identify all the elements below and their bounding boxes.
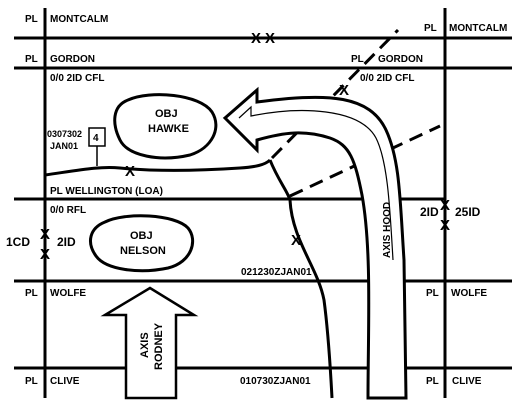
- boundary-right-lower-label: 25ID: [455, 205, 481, 219]
- axis-hood-arrow: [222, 86, 408, 400]
- pl-gordon-left-name: GORDON: [50, 54, 95, 65]
- pl-wolfe-time: 021230ZJAN01: [241, 267, 312, 278]
- obj-nelson-line1: OBJ: [130, 230, 153, 242]
- pl-wolfe-right-name: WOLFE: [451, 288, 487, 299]
- boundary-left-lower-label: 2ID: [57, 235, 76, 249]
- internal-boundary-curve: [268, 159, 334, 399]
- pl-clive-left-name: CLIVE: [50, 376, 80, 387]
- pl-montcalm-left-name: MONTCALM: [50, 14, 108, 25]
- pl-wellington-note: 0/0 RFL: [50, 205, 86, 216]
- right-boundary-x-mark-2: X: [440, 217, 450, 234]
- pl-wolfe-left-name: WOLFE: [50, 288, 86, 299]
- pl-clive-right-name: CLIVE: [452, 376, 482, 387]
- pl-montcalm-right-pl: PL: [424, 23, 437, 34]
- obj-hawke-line1: OBJ: [155, 108, 178, 120]
- pl-gordon-right-pl: PL: [351, 54, 364, 65]
- left-boundary-x-mark-2: X: [40, 246, 50, 263]
- pl-clive-right-pl: PL: [426, 376, 439, 387]
- dashed-upper-x-mark: X: [339, 82, 349, 99]
- dashed-limit-upper: [270, 28, 400, 160]
- unit-marker-dtg-1: 0307302: [47, 129, 82, 139]
- pl-gordon-right-note: 0/0 2ID CFL: [360, 73, 414, 84]
- axis-hood-label: AXIS HOOD: [382, 202, 393, 258]
- pl-montcalm-right-name: MONTCALM: [449, 23, 507, 34]
- obj-nelson-line2: NELSON: [120, 245, 166, 257]
- axis-rodney-line1: AXIS: [139, 332, 151, 358]
- pl-montcalm-left-pl: PL: [25, 14, 38, 25]
- pl-clive-time: 010730ZJAN01: [240, 376, 311, 387]
- montcalm-x-mark-1: X: [251, 30, 261, 47]
- unit-marker-dtg-2: JAN01: [50, 141, 78, 151]
- front-trace-x-mark: X: [125, 163, 135, 180]
- left-boundary-x-mark-1: X: [40, 226, 50, 243]
- pl-wolfe-right-pl: PL: [426, 288, 439, 299]
- front-trace-line: [44, 158, 272, 177]
- pl-wolfe-left-pl: PL: [25, 288, 38, 299]
- right-boundary-x-mark-1: X: [440, 197, 450, 214]
- boundary-right-upper-label: 2ID: [420, 205, 439, 219]
- pl-gordon-right-name: GORDON: [378, 54, 423, 65]
- dashed-limit-lower: [289, 124, 441, 198]
- obj-nelson-outline: [89, 214, 194, 273]
- axis-hood-inner-line: [238, 105, 394, 261]
- boundary-left-upper-label: 1CD: [6, 235, 30, 249]
- internal-boundary-x-mark: X: [291, 232, 301, 249]
- montcalm-x-mark-2: X: [265, 30, 275, 47]
- pl-gordon-left-pl: PL: [25, 54, 38, 65]
- axis-rodney-arrow: [100, 286, 199, 400]
- pl-gordon-left-note: 0/0 2ID CFL: [50, 73, 104, 84]
- obj-hawke-line2: HAWKE: [148, 123, 189, 135]
- pl-wellington-label: PL WELLINGTON (LOA): [50, 186, 163, 197]
- obj-hawke-outline: [113, 93, 218, 160]
- unit-marker-number: 4: [93, 133, 99, 144]
- axis-rodney-line2: RODNEY: [153, 322, 165, 370]
- pl-clive-left-pl: PL: [25, 376, 38, 387]
